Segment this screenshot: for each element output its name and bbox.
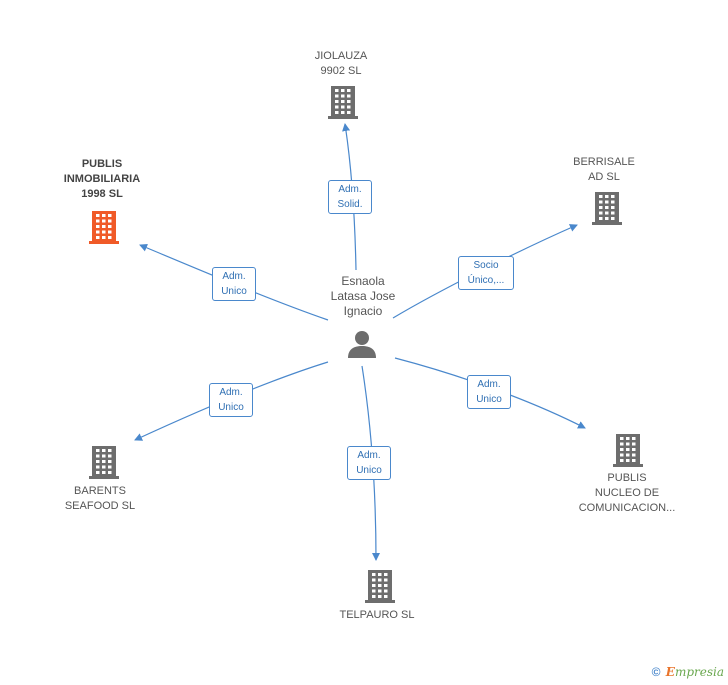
edge-label-publis-inmobiliaria[interactable]: Adm. Unico [212,267,256,301]
building-icon-telpauro[interactable] [365,570,395,603]
node-label-publis-nucleo[interactable]: PUBLIS NUCLEO DE COMUNICACION... [578,472,676,514]
brand-name: mpresia [674,665,724,679]
person-icon[interactable] [348,331,376,358]
node-label-jiolauza[interactable]: JIOLAUZA 9902 SL [314,50,368,77]
building-icon-barents[interactable] [89,446,119,479]
building-icon-publis-nucleo[interactable] [613,434,643,467]
node-label-barents[interactable]: BARENTS SEAFOOD SL [64,485,136,512]
footer-brand[interactable]: © Empresia [652,665,724,679]
copyright-icon: © [651,665,661,679]
node-label-publis-inmobiliaria[interactable]: PUBLIS INMOBILIARIA 1998 SL [63,158,141,200]
node-label-telpauro[interactable]: TELPAURO SL [339,609,415,621]
edge-label-berrisale[interactable]: Socio Único,... [458,256,514,290]
center-person-name[interactable]: Esnaola Latasa Jose Ignacio [330,274,396,318]
building-icon-jiolauza[interactable] [328,86,358,119]
node-label-berrisale[interactable]: BERRISALE AD SL [573,156,635,183]
building-icon-publis-inmobiliaria[interactable] [89,211,119,244]
building-icon-berrisale[interactable] [592,192,622,225]
edge-label-barents[interactable]: Adm. Unico [209,383,253,417]
brand-initial: E [665,665,675,679]
edge-label-telpauro[interactable]: Adm. Unico [347,446,391,480]
edge-label-jiolauza[interactable]: Adm. Solid. [328,180,372,214]
edge-label-publis-nucleo[interactable]: Adm. Unico [467,375,511,409]
